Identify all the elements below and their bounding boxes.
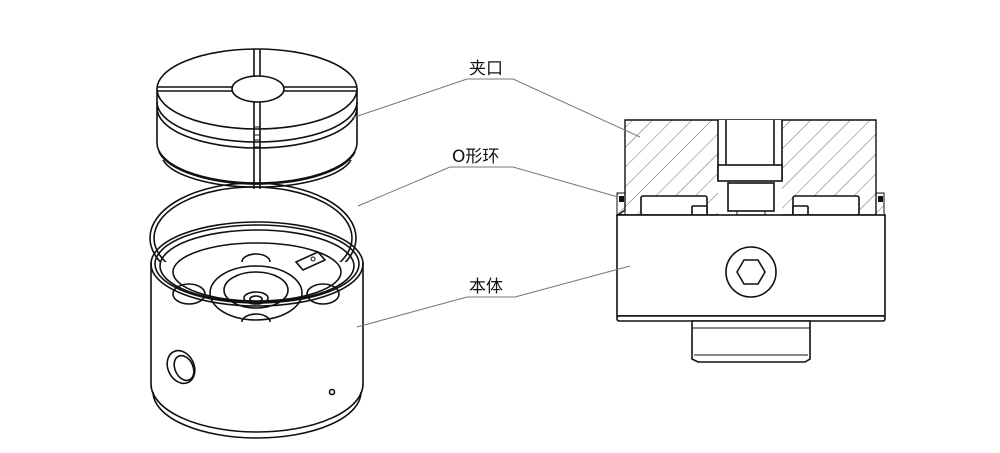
label-jaw-text: 夹口 [469, 59, 503, 79]
isometric-view [149, 48, 364, 439]
label-body: 本体 [356, 265, 631, 328]
label-o-ring-text: O形环 [452, 147, 499, 167]
jaw-section [615, 119, 885, 216]
label-jaw: 夹口 [351, 59, 641, 138]
section-view [615, 119, 886, 363]
body-section [616, 214, 886, 363]
label-body-text: 本体 [469, 277, 503, 297]
label-o-ring: O形环 [357, 147, 619, 207]
body-part [150, 221, 364, 439]
jaw-part [156, 48, 358, 189]
